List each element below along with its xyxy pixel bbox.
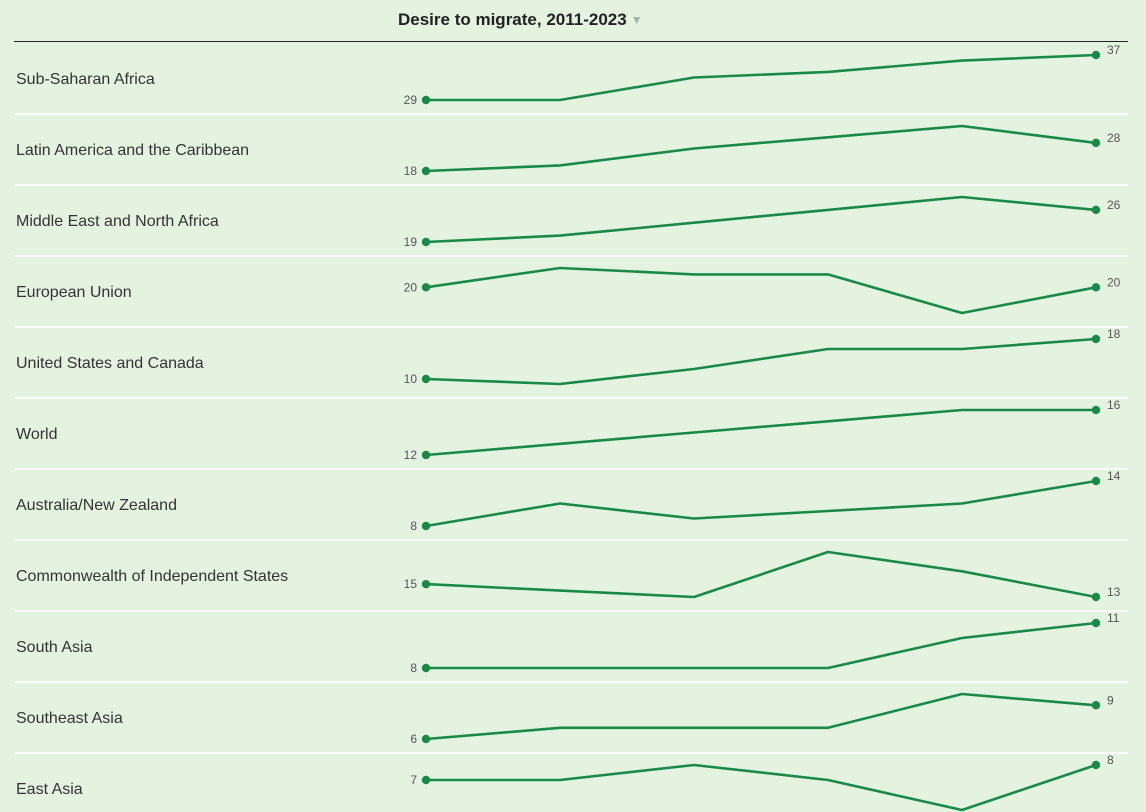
end-point [1091,334,1101,344]
series-line [424,621,1098,670]
start-point [421,663,431,673]
start-value-label: 10 [404,372,418,386]
end-value-label: 14 [1107,469,1121,483]
end-point [1091,760,1101,770]
end-value-label: 16 [1107,398,1121,412]
end-value-label: 37 [1107,43,1121,57]
start-value-label: 12 [404,448,418,462]
row-label: Sub-Saharan Africa [16,71,155,88]
dropdown-caret-icon[interactable]: ▼ [630,13,643,27]
start-point [421,237,431,247]
start-point [421,521,431,531]
chart-row: Southeast Asia 6 9 [14,681,1128,746]
chart-row: Latin America and the Caribbean 18 28 [14,113,1128,178]
start-value-label: 20 [404,280,418,294]
start-point [421,95,431,105]
end-value-label: 13 [1107,585,1121,599]
start-point [421,166,431,176]
start-value-label: 19 [404,235,418,249]
end-value-label: 18 [1107,327,1121,341]
end-point [1091,138,1101,148]
start-value-label: 29 [404,93,418,107]
series-line [424,337,1098,386]
chart-row: United States and Canada 10 18 [14,326,1128,386]
start-value-label: 8 [410,519,417,533]
chart-row: East Asia 7 8 [14,752,1128,812]
end-point [1091,50,1101,60]
start-point [421,579,431,589]
end-point [1091,205,1101,215]
end-value-label: 20 [1107,275,1121,289]
chart-row: Middle East and North Africa 19 26 [14,184,1128,249]
series-line [424,479,1098,528]
end-point [1091,701,1101,710]
start-value-label: 18 [404,164,418,178]
end-point [1091,405,1101,415]
series-line [424,53,1098,102]
row-label: Australia/New Zealand [16,497,177,514]
chart-row: South Asia 8 11 [14,610,1128,675]
start-value-label: 15 [404,577,418,591]
chart-title: Desire to migrate, 2011-2023 [398,10,627,29]
row-label: East Asia [16,781,83,798]
series-line [424,124,1098,173]
series-line [424,550,1098,599]
start-value-label: 7 [410,773,417,787]
series-line [424,763,1098,812]
row-label: World [16,426,58,443]
chart-row: Sub-Saharan Africa 29 37 [16,43,1121,107]
row-label: European Union [16,284,132,301]
start-point [421,734,431,744]
series-line [424,692,1098,741]
row-label: South Asia [16,639,93,656]
end-value-label: 11 [1107,611,1120,625]
start-value-label: 6 [410,732,417,746]
header-divider [14,41,1128,42]
row-label: Commonwealth of Independent States [16,568,288,585]
row-label: Southeast Asia [16,710,123,727]
start-point [421,283,431,292]
row-label: Middle East and North Africa [16,213,219,230]
end-point [1091,592,1101,602]
start-value-label: 8 [410,661,417,675]
chart-header: Desire to migrate, 2011-2023▼ [0,0,1146,42]
end-point [1091,283,1101,292]
series-line [424,266,1098,315]
end-value-label: 9 [1107,693,1114,707]
series-line [424,195,1098,244]
chart-row: Australia/New Zealand 8 14 [14,468,1128,533]
start-point [421,775,431,785]
row-label: United States and Canada [16,355,204,372]
end-point [1091,618,1101,628]
start-point [421,374,431,384]
end-value-label: 26 [1107,198,1121,212]
chart-row: Commonwealth of Independent States 15 13 [14,539,1128,602]
chart-row: World 12 16 [14,397,1128,462]
series-line [424,408,1098,457]
end-value-label: 8 [1107,753,1114,767]
end-value-label: 28 [1107,131,1121,145]
end-point [1091,476,1101,486]
start-point [421,450,431,460]
chart-row: European Union 20 20 [14,255,1128,315]
chart-title-dropdown[interactable]: Desire to migrate, 2011-2023▼ [398,10,643,30]
row-label: Latin America and the Caribbean [16,142,249,159]
